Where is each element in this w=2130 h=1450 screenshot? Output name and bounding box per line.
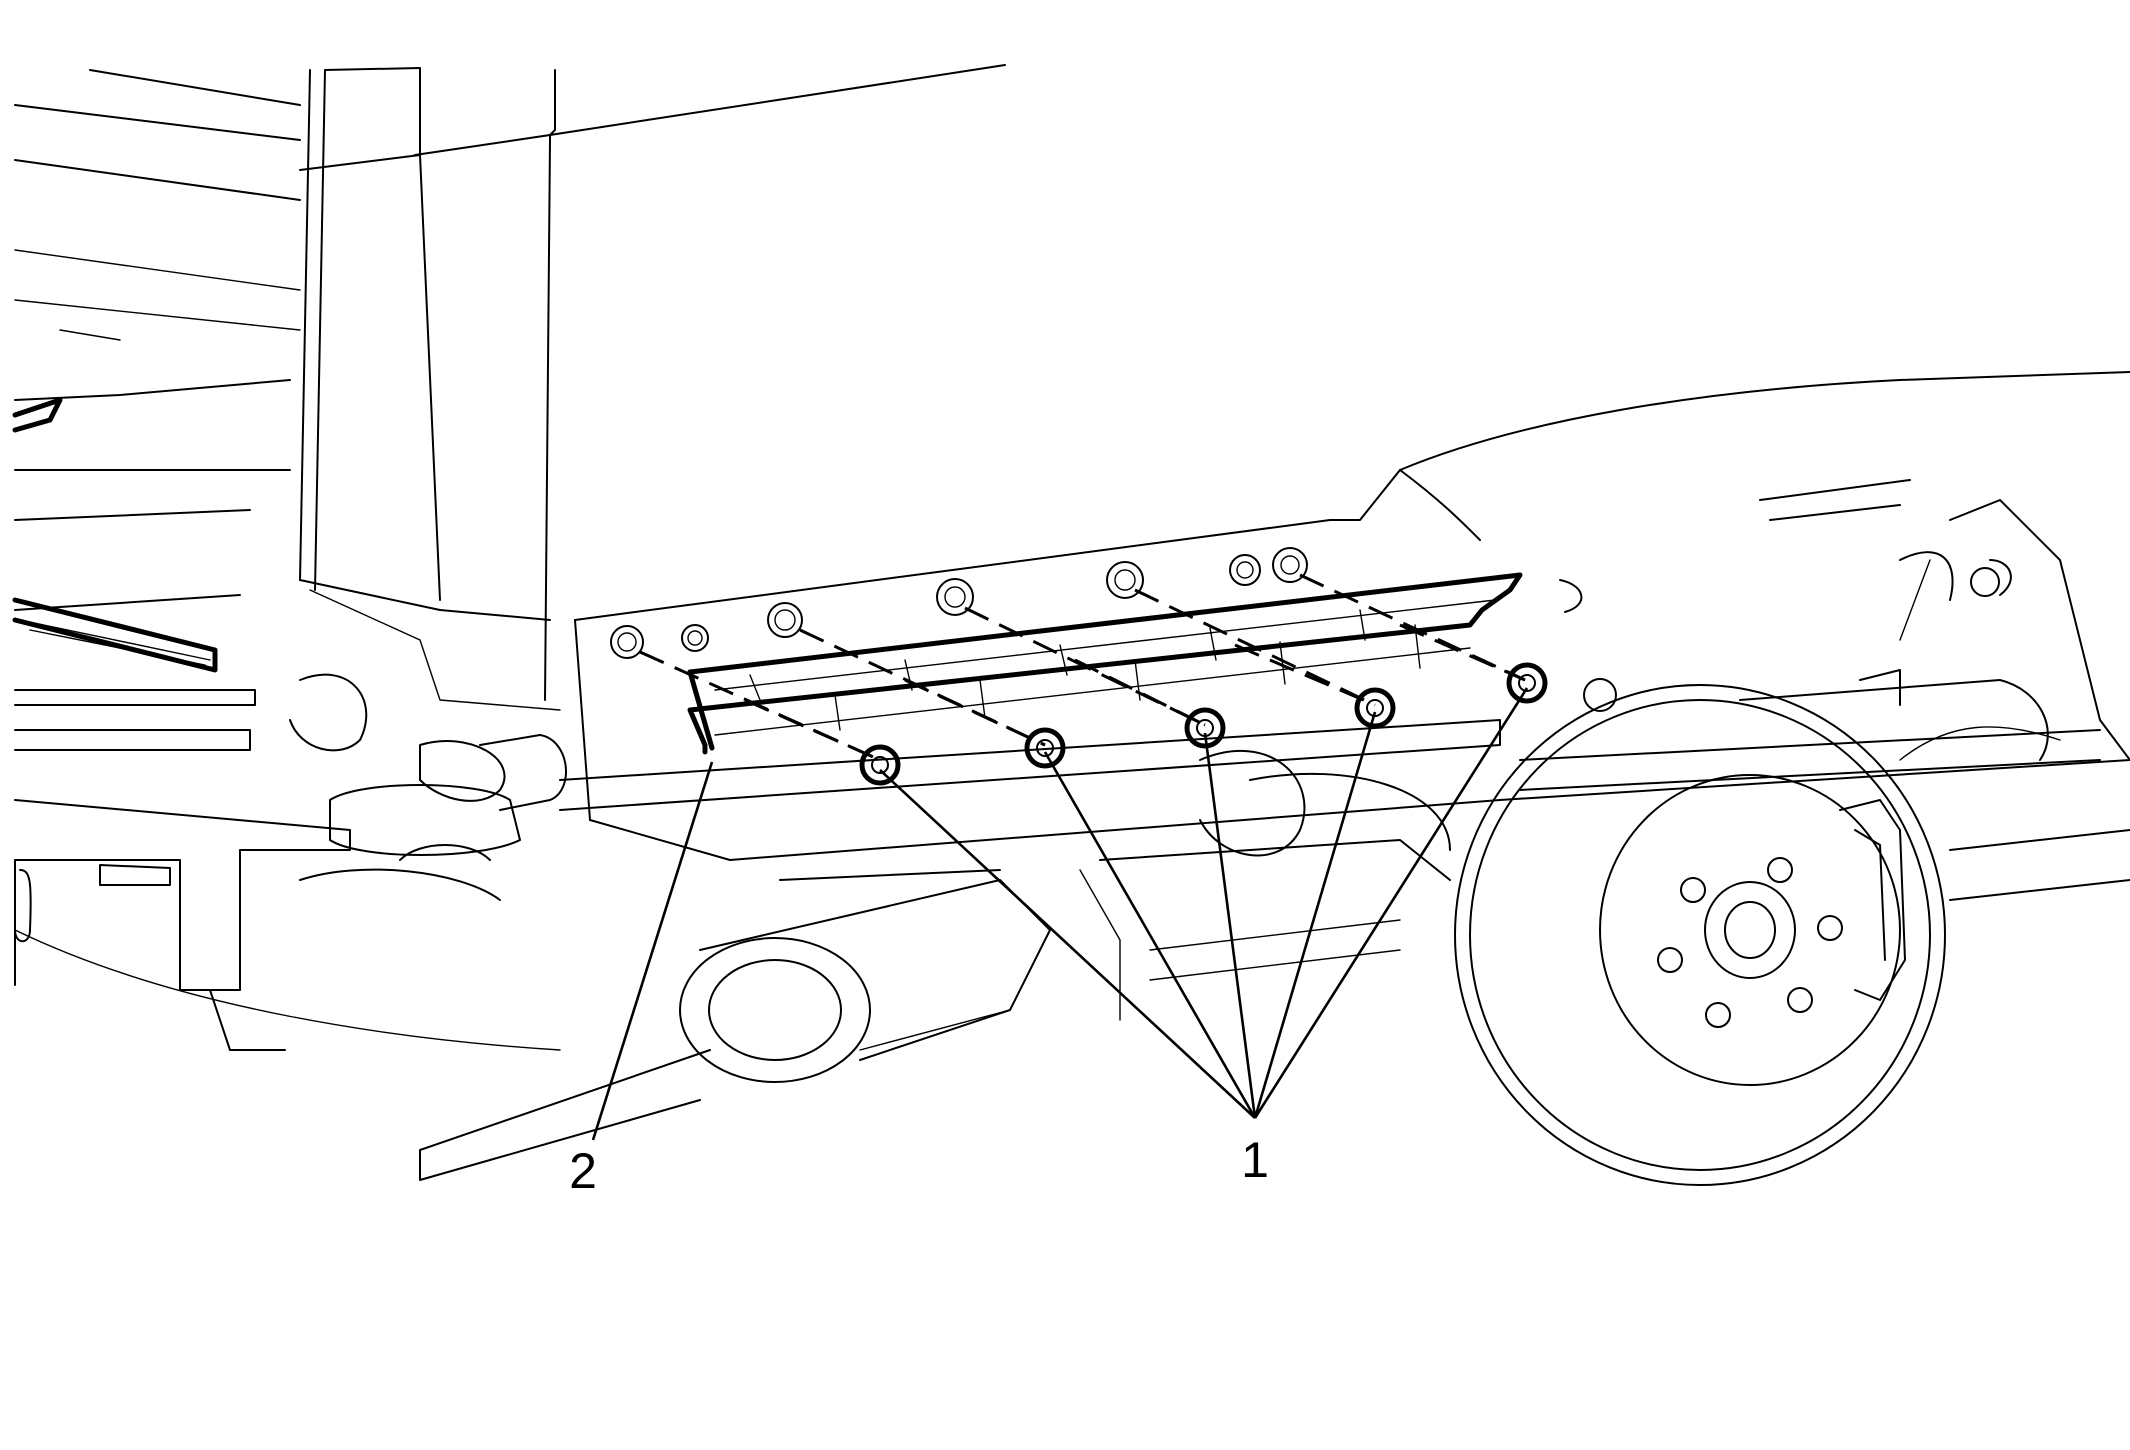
underbody-components [289,673,567,901]
leader-lines [591,687,1529,1141]
bracket-assembly [687,572,1523,755]
fastener-bolt-4 [1354,687,1396,729]
suspension [1583,479,2130,761]
fastener-bolt-5 [1506,662,1548,704]
exhaust-muffler [419,869,1051,1181]
fastener-paths [639,573,1526,762]
cab-lower-panel [574,371,2130,821]
brake-caliper [1839,799,1906,1001]
brake-rotor [1454,684,1946,1186]
callout-label-2: 2 [569,1143,597,1199]
rear-axle [1079,749,1451,1021]
hitch-bracket [14,799,561,1051]
cab-pillar [299,64,1006,711]
cargo-box [12,69,301,751]
fastener-bolt-1 [859,744,901,786]
callout-label-1: 1 [1241,1132,1269,1188]
